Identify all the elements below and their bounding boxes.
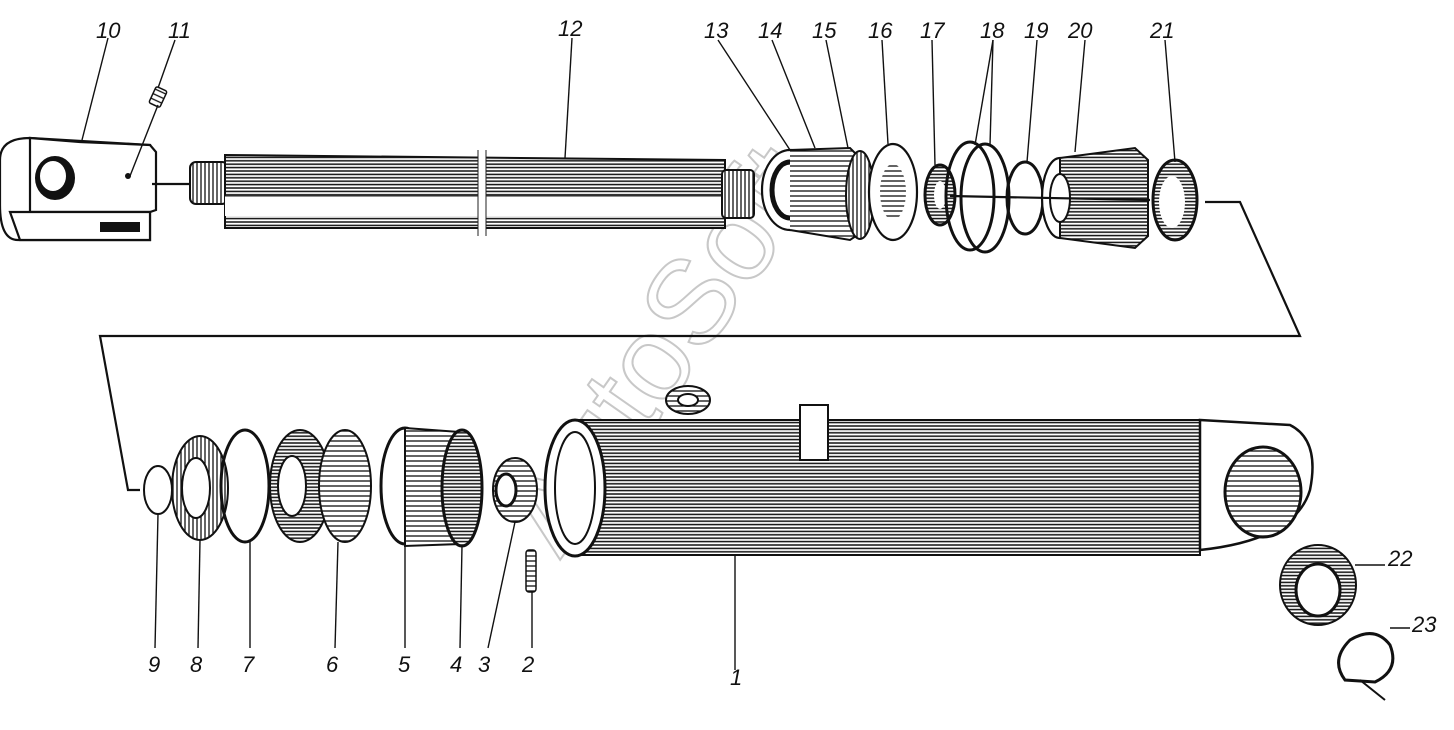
part-6-sleeve <box>269 429 372 543</box>
label-10: 10 <box>96 18 121 43</box>
part-3-nut <box>492 457 538 523</box>
label-21: 21 <box>1149 18 1174 43</box>
label-23: 23 <box>1411 612 1437 637</box>
label-22: 22 <box>1387 546 1412 571</box>
part-13-15-piston <box>760 146 875 242</box>
part-12-rod <box>189 150 755 236</box>
part-4-ring <box>440 428 484 548</box>
label-19: 19 <box>1024 18 1048 43</box>
assembly-path-line <box>98 200 1302 492</box>
part-8-washer <box>171 435 229 541</box>
part-2-pin <box>525 549 537 593</box>
label-7: 7 <box>242 652 255 677</box>
label-11: 11 <box>168 18 191 43</box>
part-11-pin <box>148 86 168 108</box>
label-4: 4 <box>450 652 462 677</box>
label-18: 18 <box>980 18 1005 43</box>
label-9: 9 <box>148 652 160 677</box>
label-5: 5 <box>398 652 411 677</box>
label-14: 14 <box>758 18 782 43</box>
part-10-clevis <box>0 136 158 242</box>
label-1: 1 <box>730 665 742 690</box>
part-22-bearing <box>1279 544 1357 626</box>
label-15: 15 <box>812 18 837 43</box>
label-8: 8 <box>190 652 203 677</box>
label-2: 2 <box>521 652 534 677</box>
label-6: 6 <box>326 652 339 677</box>
label-3: 3 <box>478 652 491 677</box>
part-23-snap-ring <box>1337 632 1395 701</box>
part-16-ring <box>867 142 919 242</box>
label-17: 17 <box>920 18 945 43</box>
part-1-cylinder <box>543 385 1314 558</box>
label-12: 12 <box>558 16 582 41</box>
label-20: 20 <box>1067 18 1093 43</box>
part-21-bushing <box>1151 158 1199 242</box>
part-9-washer <box>143 465 173 515</box>
leader-lines <box>81 37 1410 670</box>
label-13: 13 <box>704 18 729 43</box>
label-16: 16 <box>868 18 893 43</box>
part-labels: 1 2 3 4 5 6 7 8 9 10 11 12 13 14 15 16 1… <box>96 16 1437 690</box>
axis-line-top <box>949 194 1151 202</box>
